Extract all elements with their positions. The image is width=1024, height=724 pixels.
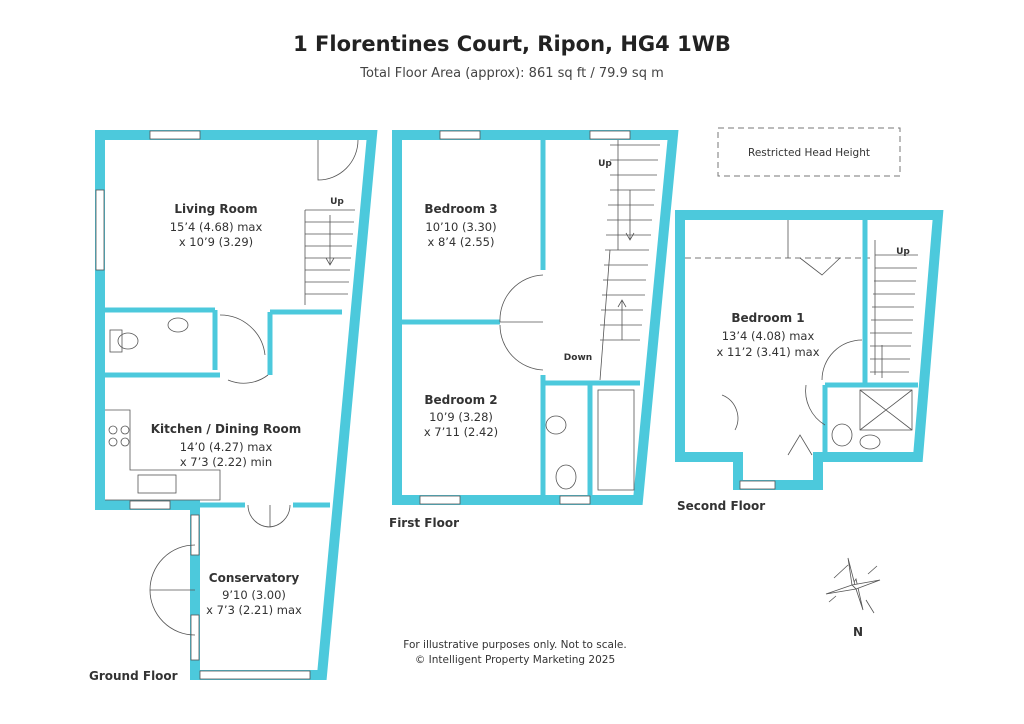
door-swing — [219, 314, 266, 356]
living-room-dim1: 15’4 (4.68) max — [170, 220, 263, 234]
toilet-icon — [117, 332, 139, 350]
window — [129, 500, 171, 510]
window — [739, 480, 776, 490]
window — [559, 495, 591, 505]
bedroom3-dim1: 10’10 (3.30) — [425, 220, 496, 234]
window — [95, 189, 105, 271]
second-outer-wall — [675, 210, 944, 490]
window — [190, 514, 200, 556]
bedroom3-dim2: x 8’4 (2.55) — [428, 235, 495, 249]
shower-icon — [859, 389, 913, 431]
kitchen-name: Kitchen / Dining Room — [151, 422, 302, 436]
bedroom1-name: Bedroom 1 — [731, 311, 804, 325]
bath-icon — [597, 389, 635, 491]
first-floor-plan: Bedroom 3 10’10 (3.30) x 8’4 (2.55) Bedr… — [389, 130, 679, 530]
first-stairs — [599, 140, 660, 381]
toilet-icon — [555, 464, 577, 490]
hob-icon — [108, 437, 118, 447]
conservatory-dim1: 9’10 (3.00) — [222, 588, 286, 602]
ground-stairs-up-label: Up — [330, 197, 344, 207]
first-floor-label: First Floor — [389, 516, 459, 530]
compass-rose-icon — [825, 557, 881, 614]
ground-floor-label: Ground Floor — [89, 669, 178, 683]
kitchen-dim1: 14’0 (4.27) max — [180, 440, 273, 454]
hob-icon — [108, 425, 118, 435]
first-stairs-down-label: Down — [564, 353, 592, 363]
door-swing — [499, 274, 544, 323]
ground-floor-plan: Living Room 15’4 (4.68) max x 10’9 (3.29… — [89, 130, 378, 683]
kitchen-sink-icon — [137, 474, 177, 494]
bedroom1-dim2: x 11’2 (3.41) max — [716, 345, 819, 359]
sink-icon — [545, 415, 567, 435]
window — [190, 614, 200, 661]
bedroom3-name: Bedroom 3 — [424, 202, 497, 216]
shower-tray — [859, 389, 913, 431]
second-stairs — [870, 240, 918, 378]
second-floor-plan: Restricted Head Height Bedroom 1 13’4 (4… — [675, 127, 944, 513]
kitchen-units — [105, 409, 221, 501]
restricted-head-height-label: Restricted Head Height — [748, 147, 870, 159]
door-swing — [499, 324, 544, 371]
ground-outer-wall — [95, 130, 378, 680]
kitchen-dim2: x 7’3 (2.22) min — [180, 455, 272, 469]
page-title: 1 Florentines Court, Ripon, HG4 1WB — [293, 32, 731, 56]
hob-icon — [120, 425, 130, 435]
copyright-text: © Intelligent Property Marketing 2025 — [415, 654, 615, 666]
ground-stairs — [304, 209, 355, 305]
window — [589, 130, 631, 140]
first-stairs-up-label: Up — [598, 159, 612, 169]
toilet-icon — [831, 423, 853, 447]
toilet-cistern — [109, 329, 123, 353]
sink-icon — [859, 434, 881, 450]
door-swing — [721, 394, 739, 431]
restricted-head-height-key — [717, 127, 901, 177]
door-swing — [821, 339, 863, 381]
living-room-name: Living Room — [174, 202, 257, 216]
window — [439, 130, 481, 140]
bedroom2-name: Bedroom 2 — [424, 393, 497, 407]
door-swing — [317, 139, 359, 181]
french-door — [149, 544, 196, 636]
door-swing — [227, 374, 269, 384]
bedroom1-dim1: 13’4 (4.08) max — [722, 329, 815, 343]
door-swing — [805, 384, 826, 426]
bedroom2-dim1: 10’9 (3.28) — [429, 410, 493, 424]
window — [419, 495, 461, 505]
second-floor-label: Second Floor — [677, 499, 765, 513]
conservatory-name: Conservatory — [209, 571, 300, 585]
french-door — [247, 504, 291, 528]
conservatory-dim2: x 7’3 (2.21) max — [206, 603, 302, 617]
window — [149, 130, 201, 140]
disclaimer-text: For illustrative purposes only. Not to s… — [403, 639, 626, 651]
living-room-dim2: x 10’9 (3.29) — [179, 235, 253, 249]
sink-icon — [167, 317, 189, 333]
first-outer-wall — [392, 130, 679, 505]
wardrobe-door — [799, 257, 841, 276]
floor-area-subtitle: Total Floor Area (approx): 861 sq ft / 7… — [360, 66, 664, 81]
second-stairs-up-label: Up — [896, 247, 910, 257]
window — [199, 670, 311, 680]
door-swing — [787, 434, 813, 456]
compass-north-label: N — [853, 625, 863, 639]
hob-icon — [120, 437, 130, 447]
bedroom2-dim2: x 7’11 (2.42) — [424, 425, 498, 439]
